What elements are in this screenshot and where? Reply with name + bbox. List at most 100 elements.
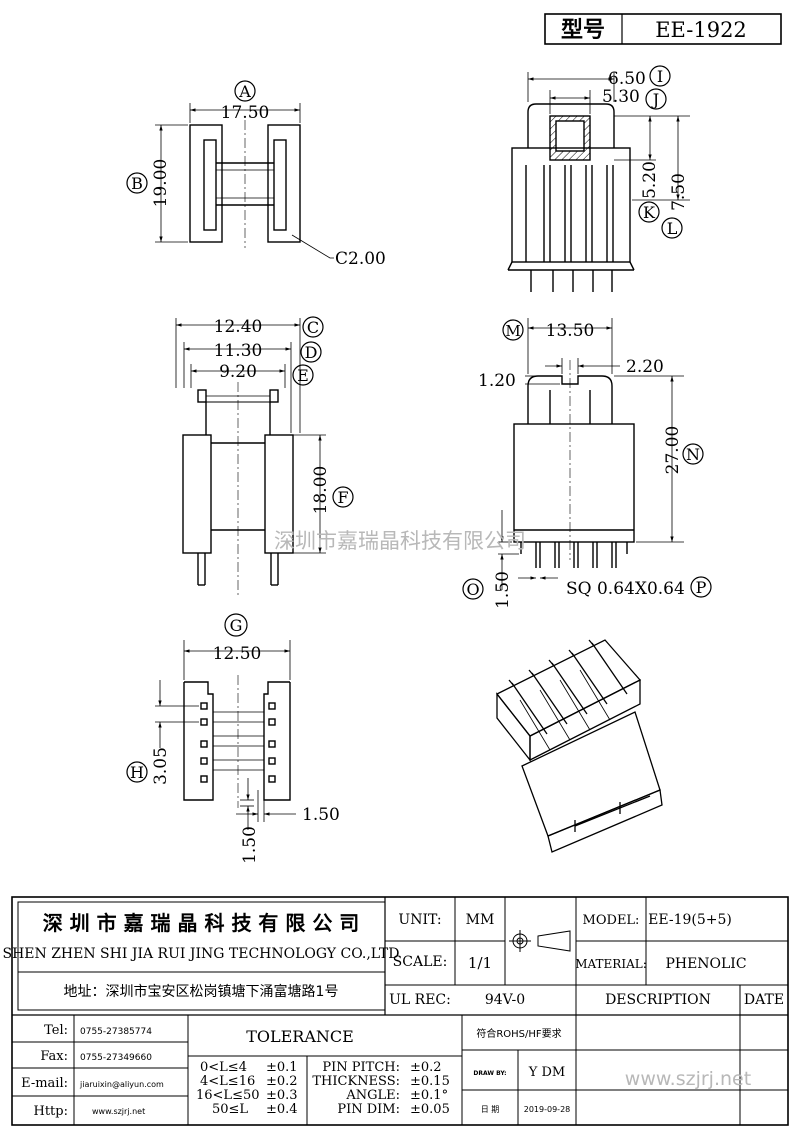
dim-O: O 1.50 xyxy=(462,571,513,609)
tol-spec-value: ±0.05 xyxy=(410,1102,450,1117)
tolerance-title: TOLERANCE xyxy=(246,1027,354,1046)
tol-spec-value: ±0.1° xyxy=(410,1088,448,1103)
svg-text:27.00: 27.00 xyxy=(663,426,683,475)
dim-slot-depth: 1.20 xyxy=(478,371,516,391)
svg-text:C: C xyxy=(307,318,319,337)
dim-M: M 13.50 xyxy=(502,319,595,341)
ul-rec-label: UL REC: xyxy=(389,992,451,1008)
tol-range: 4<L≤16 xyxy=(200,1074,255,1089)
tol-range: 16<L≤50 xyxy=(196,1088,260,1103)
view-top-left xyxy=(155,103,334,259)
rohs-compliance: 符合ROHS/HF要求 xyxy=(476,1027,561,1040)
svg-text:3.05: 3.05 xyxy=(151,747,171,785)
dim-E: 9.20 E xyxy=(219,362,314,386)
dim-C: 12.40 C xyxy=(214,316,324,338)
tol-range: 50≤L xyxy=(212,1102,248,1117)
dim-A: A 17.50 xyxy=(221,80,270,123)
dim-L: 7.50 L xyxy=(661,173,689,239)
date-value: 2019-09-28 xyxy=(524,1105,571,1114)
ul-rec-value: 94V-0 xyxy=(485,992,525,1008)
svg-text:1.50: 1.50 xyxy=(493,571,513,609)
tol-value: ±0.1 xyxy=(266,1060,298,1075)
dim-N: 27.00 N xyxy=(663,426,704,475)
view-middle-right xyxy=(498,318,684,590)
tol-spec-label: THICKNESS: xyxy=(312,1074,400,1089)
tol-spec-label: PIN DIM: xyxy=(337,1102,400,1117)
fax-value: 0755-27349660 xyxy=(80,1053,152,1063)
view-top-right xyxy=(507,72,690,292)
scale-label: SCALE: xyxy=(393,954,448,970)
dim-I: 6.50 I xyxy=(608,65,671,89)
dim-chamfer: C2.00 xyxy=(335,249,386,269)
unit-value: MM xyxy=(466,912,495,928)
svg-text:J: J xyxy=(651,90,659,109)
dim-H: H 3.05 xyxy=(126,747,171,785)
svg-text:H: H xyxy=(130,763,144,782)
svg-text:I: I xyxy=(657,67,663,86)
watermark: 深圳市嘉瑞晶科技有限公司 xyxy=(274,529,526,553)
scale-value: 1/1 xyxy=(468,954,492,972)
draw-by-value: Y DM xyxy=(528,1065,565,1080)
svg-text:7.50: 7.50 xyxy=(669,173,689,211)
svg-text:18.00: 18.00 xyxy=(311,466,331,515)
svg-text:12.40: 12.40 xyxy=(214,317,263,337)
svg-text:19.00: 19.00 xyxy=(151,159,171,208)
dim-D: 11.30 D xyxy=(214,341,322,363)
http-label: Http: xyxy=(34,1104,69,1119)
draw-by-label: DRAW BY: xyxy=(473,1070,506,1077)
dim-K: 5.20 K xyxy=(638,161,660,223)
tol-value: ±0.4 xyxy=(266,1102,298,1117)
view-middle-left xyxy=(175,318,326,595)
tol-value: ±0.3 xyxy=(266,1088,298,1103)
svg-text:B: B xyxy=(131,174,143,193)
svg-text:G: G xyxy=(230,616,243,635)
company-name-en: SHEN ZHEN SHI JIA RUI JING TECHNOLOGY CO… xyxy=(2,946,399,962)
dim-F: 18.00 F xyxy=(311,466,354,515)
type-label: 型号 xyxy=(561,18,605,43)
model-value: EE-19(5+5) xyxy=(648,912,732,928)
date-cn-label: 日 期 xyxy=(481,1105,500,1114)
tel-value: 0755-27385774 xyxy=(80,1027,152,1037)
svg-text:O: O xyxy=(466,580,479,599)
svg-text:M: M xyxy=(505,322,520,340)
http-value: www.szjrj.net xyxy=(92,1107,145,1116)
description-label: DESCRIPTION xyxy=(605,992,711,1008)
dim-P: SQ 0.64X0.64 P xyxy=(566,576,712,599)
tolerance-ranges: 0<L≤4 ±0.1 4<L≤16 ±0.2 16<L≤50 ±0.3 50≤L… xyxy=(196,1060,298,1117)
projection-symbol-icon xyxy=(509,930,571,952)
tol-range: 0<L≤4 xyxy=(200,1060,247,1075)
svg-text:13.50: 13.50 xyxy=(546,321,595,341)
svg-text:11.30: 11.30 xyxy=(214,341,263,361)
svg-text:6.50: 6.50 xyxy=(608,69,646,89)
tol-spec-label: ANGLE: xyxy=(345,1088,400,1103)
email-value: jiaruixin@aliyun.com xyxy=(79,1080,164,1089)
dim-J: 5.30 J xyxy=(602,87,667,110)
unit-label: UNIT: xyxy=(398,912,441,928)
svg-text:P: P xyxy=(696,578,707,597)
svg-text:5.30: 5.30 xyxy=(602,87,640,107)
dim-pin-offset-y: 1.50 xyxy=(240,826,260,864)
svg-text:F: F xyxy=(337,488,348,507)
svg-text:N: N xyxy=(686,445,700,464)
dim-B: B 19.00 xyxy=(126,159,171,208)
email-label: E-mail: xyxy=(21,1076,68,1091)
tel-label: Tel: xyxy=(44,1023,68,1038)
company-name-cn: 深 圳 市 嘉 瑞 晶 科 技 有 限 公 司 xyxy=(43,911,360,935)
material-label: MATERIAL: xyxy=(575,957,647,971)
view-bottom-left xyxy=(155,640,296,830)
svg-text:A: A xyxy=(238,82,251,101)
svg-text:E: E xyxy=(297,366,309,385)
isometric-view xyxy=(495,639,663,853)
fax-label: Fax: xyxy=(40,1049,68,1064)
svg-text:K: K xyxy=(643,203,656,222)
model-label: MODEL: xyxy=(583,913,640,928)
title-block-frame xyxy=(11,896,789,1126)
dim-G: G 12.50 xyxy=(213,613,261,664)
svg-text:SQ 0.64X0.64: SQ 0.64X0.64 xyxy=(566,579,685,599)
tol-value: ±0.2 xyxy=(266,1074,298,1089)
model-code: EE-1922 xyxy=(655,18,747,42)
svg-text:D: D xyxy=(305,343,318,362)
dim-slot-width: 2.20 xyxy=(626,357,664,377)
svg-text:17.50: 17.50 xyxy=(221,103,270,123)
